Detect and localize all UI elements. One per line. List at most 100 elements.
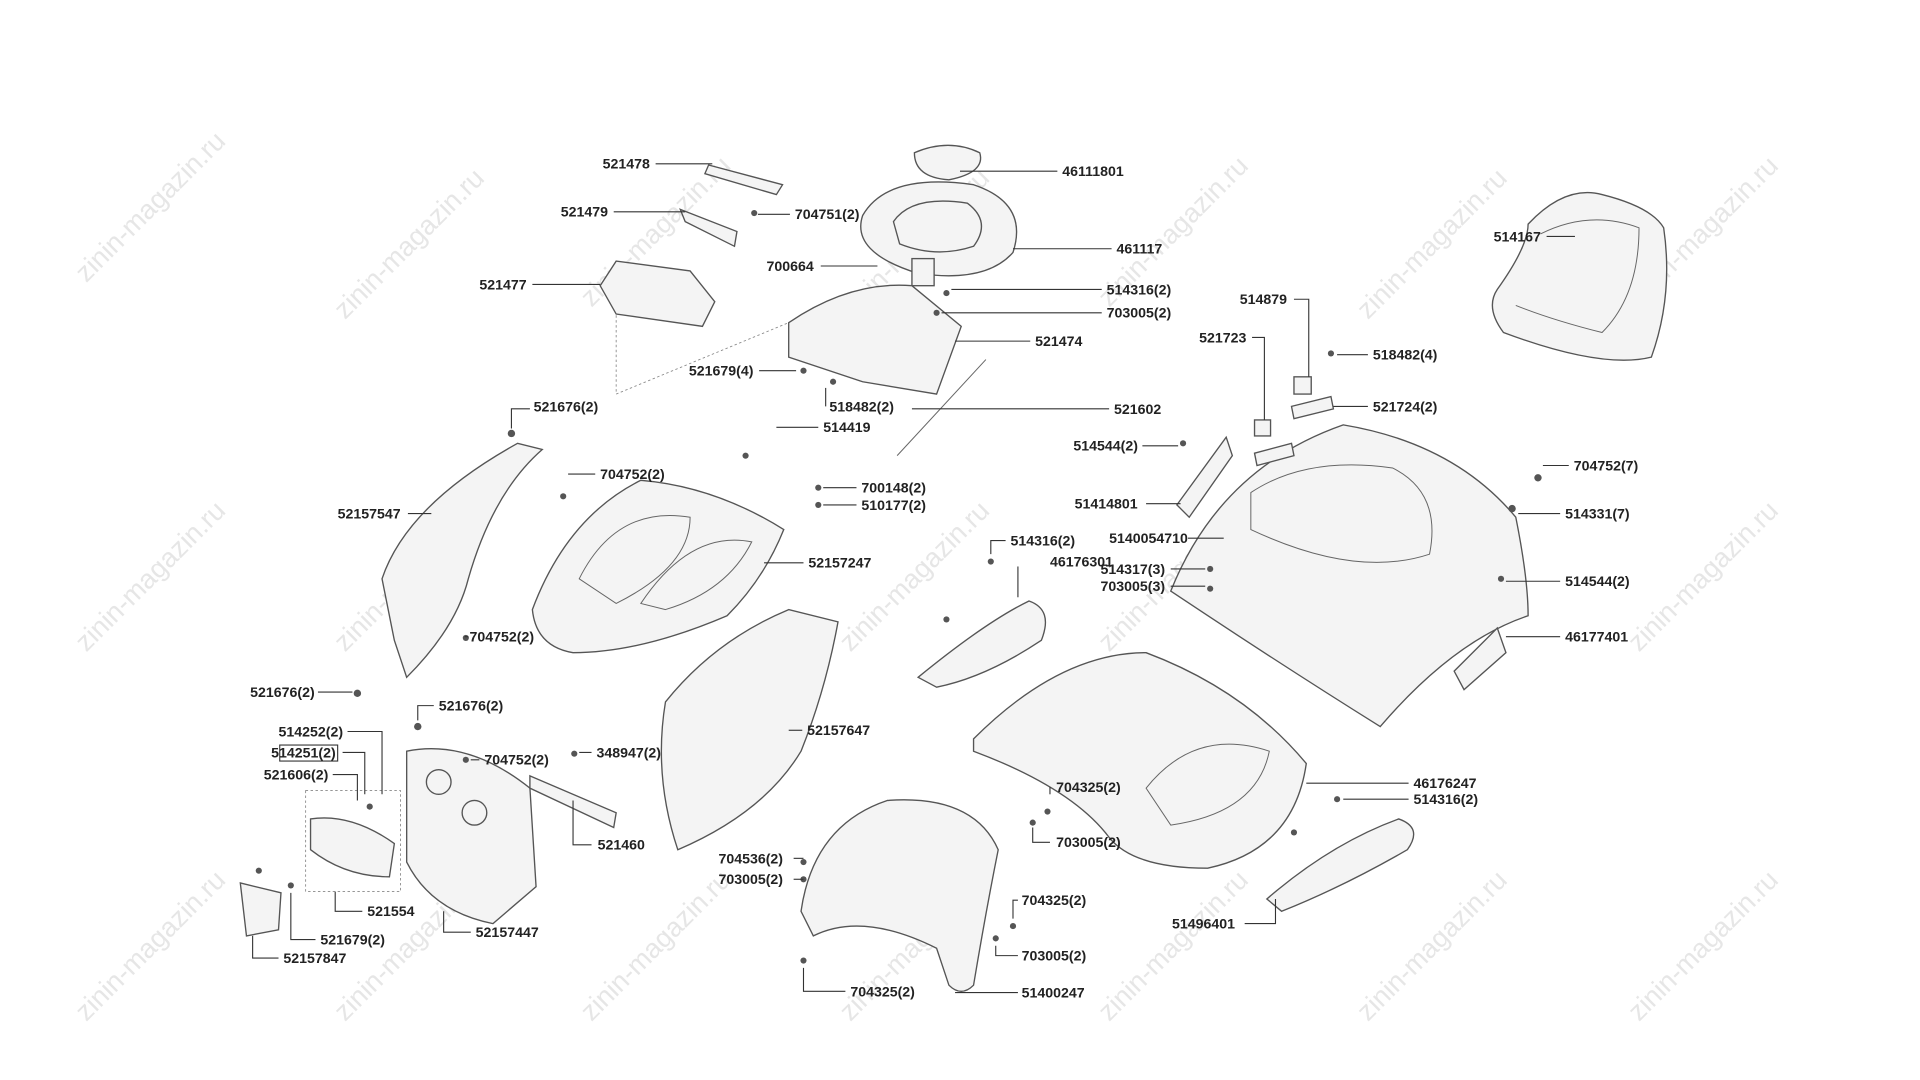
part-label: 46111801 <box>1062 164 1124 180</box>
part-label: 521474 <box>1035 334 1082 350</box>
part-label: 703005(2) <box>1056 835 1121 851</box>
steering-shaft <box>911 257 935 287</box>
part-label: 518482(4) <box>1373 348 1438 364</box>
part-label: 704536(2) <box>718 851 783 867</box>
part-label: 704752(2) <box>484 753 549 769</box>
part-label: 46177401 <box>1565 630 1628 646</box>
switch-521723 <box>1253 419 1272 437</box>
part-label: 514544(2) <box>1565 574 1630 590</box>
part-label: 514317(3) <box>1100 562 1165 578</box>
hood-vents <box>578 514 753 611</box>
part-label: 514544(2) <box>1073 439 1138 455</box>
part-label: 521554 <box>367 904 414 920</box>
bracket-521479 <box>679 208 738 248</box>
watermark: zinin-magazin.ru <box>69 864 232 1026</box>
part-label: 704325(2) <box>1022 893 1087 909</box>
side-panel-52157647 <box>660 608 839 851</box>
part-label: 514316(2) <box>1414 792 1479 808</box>
part-label: 510177(2) <box>861 498 926 514</box>
watermark: zinin-magazin.ru <box>1350 162 1513 324</box>
fender-opening <box>1145 743 1270 826</box>
leader-lines <box>252 163 1575 994</box>
guide-line <box>615 315 789 395</box>
part-label: 521676(2) <box>250 685 315 701</box>
part-label: 52157547 <box>338 506 401 522</box>
part-label: 514251(2) <box>271 745 336 761</box>
seat-well <box>1250 464 1433 563</box>
part-label: 46176247 <box>1414 776 1477 792</box>
part-label: 5140054710 <box>1109 531 1188 547</box>
part-label: 521478 <box>603 157 650 173</box>
part-label: 514331(7) <box>1565 506 1630 522</box>
watermark: zinin-magazin.ru <box>1621 494 1784 656</box>
instrument-strip <box>703 164 784 196</box>
watermark: zinin-magazin.ru <box>833 494 996 656</box>
part-label: 52157447 <box>476 925 539 941</box>
part-label: 521679(4) <box>689 364 754 380</box>
watermark: zinin-magazin.ru <box>69 125 232 287</box>
bracket-51414801 <box>1176 435 1234 519</box>
part-label: 704325(2) <box>1056 780 1121 796</box>
watermark: zinin-magazin.ru <box>327 162 490 324</box>
part-label: 514167 <box>1494 229 1541 245</box>
part-label: 704751(2) <box>795 207 860 223</box>
trim-52157847 <box>239 882 282 937</box>
watermark: zinin-magazin.ru <box>1350 864 1513 1026</box>
footplate-51496401 <box>1265 818 1415 913</box>
part-label: 703005(2) <box>718 872 783 888</box>
part-label: 51400247 <box>1022 985 1085 1001</box>
part-label: 700148(2) <box>861 481 926 497</box>
watermark: zinin-magazin.ru <box>1091 864 1254 1026</box>
part-label: 518482(2) <box>829 399 894 415</box>
headlight-left <box>425 768 452 795</box>
parts <box>239 144 1668 993</box>
part-label: 348947(2) <box>596 745 661 761</box>
side-panel-52157547 <box>381 442 544 679</box>
part-label: 514419 <box>823 420 870 436</box>
front-grille-52157447 <box>405 748 537 925</box>
part-label: 521606(2) <box>264 768 329 784</box>
part-label: 703005(2) <box>1022 949 1087 965</box>
plate-521724 <box>1290 395 1335 420</box>
part-label: 521479 <box>561 205 608 221</box>
rear-body-5140054710 <box>1169 424 1529 728</box>
footplate-46176301 <box>916 600 1047 688</box>
part-label: 703005(3) <box>1100 579 1165 595</box>
part-label: 52157647 <box>807 723 870 739</box>
hood-52157247 <box>531 479 785 654</box>
seat-514167 <box>1491 191 1668 361</box>
switch-514879 <box>1293 376 1312 395</box>
highlight-box <box>279 744 339 762</box>
part-label: 521460 <box>598 838 645 854</box>
fender-46176247 <box>972 652 1308 869</box>
part-label: 514879 <box>1240 292 1287 308</box>
dashboard-521474 <box>788 284 963 395</box>
lens-521554 <box>309 817 396 878</box>
part-label: 703005(2) <box>1107 306 1172 322</box>
cover-46177401 <box>1453 626 1507 691</box>
part-label: 521676(2) <box>534 399 599 415</box>
plate-secondary <box>1253 442 1295 467</box>
part-label: 521724(2) <box>1373 399 1438 415</box>
headlight-right <box>461 799 488 826</box>
part-label: 704752(7) <box>1574 458 1639 474</box>
part-label: 704752(2) <box>470 630 535 646</box>
part-label: 514252(2) <box>279 724 344 740</box>
seat-inner <box>1515 219 1640 334</box>
part-label: 704325(2) <box>850 984 915 1000</box>
part-label: 514316(2) <box>1107 282 1172 298</box>
watermark: zinin-magazin.ru <box>574 864 737 1026</box>
part-label: 521679(2) <box>320 933 385 949</box>
part-label: 704752(2) <box>600 467 665 483</box>
part-label: 52157847 <box>283 951 346 967</box>
front-shroud-51400247 <box>800 799 999 993</box>
cover-521477 <box>599 260 716 328</box>
lens-assembly-box <box>305 790 401 893</box>
part-label: 521477 <box>479 277 526 293</box>
part-label: 461117 <box>1117 242 1163 258</box>
dipstick-521602 <box>896 359 987 456</box>
part-label: 700664 <box>767 259 814 275</box>
part-label: 46176301 <box>1050 554 1113 570</box>
part-labels: 521478 46111801 521479 704751(2) 461117 … <box>250 157 1638 1002</box>
